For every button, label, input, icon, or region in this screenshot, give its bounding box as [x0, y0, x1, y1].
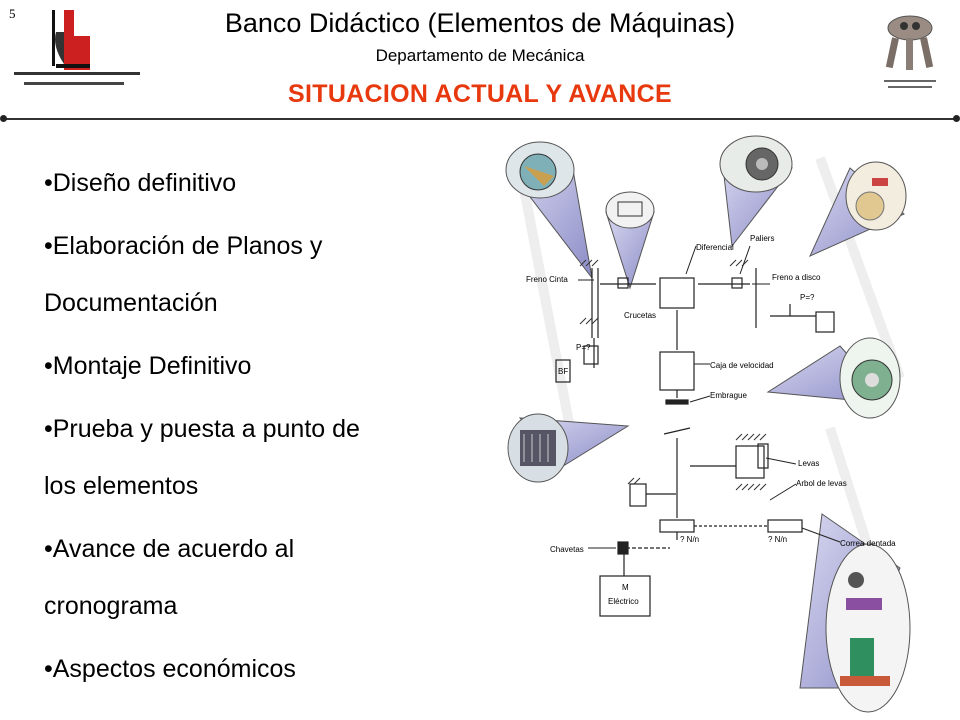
label-nn-1: ? N/n: [680, 535, 699, 544]
divider-right-dot: [953, 115, 960, 122]
label-paliers: Paliers: [750, 234, 774, 243]
label-diferencial: Diferencial: [696, 243, 734, 252]
label-p2: P=?: [800, 293, 815, 302]
label-freno-cinta: Freno Cinta: [526, 275, 568, 284]
slide-title: Banco Didáctico (Elementos de Máquinas): [224, 8, 736, 38]
project-logo: [884, 15, 936, 88]
section-heading: SITUACION ACTUAL Y AVANCE: [288, 80, 672, 108]
bullet-item: •Diseño definitivo: [44, 169, 237, 197]
bullet-item: •Aspectos económicos: [44, 655, 296, 683]
status-bullet-list: •Diseño definitivo •Elaboración de Plano…: [44, 155, 464, 704]
label-motor-m: M: [622, 583, 629, 592]
label-chavetas: Chavetas: [550, 545, 584, 554]
label-freno-disco: Freno a disco: [772, 273, 821, 282]
transmission-schematic: Freno Cinta Diferencial Paliers Freno a …: [505, 135, 911, 713]
university-logo: [14, 10, 140, 85]
label-bf: BF: [558, 367, 568, 376]
label-crucetas: Crucetas: [624, 311, 656, 320]
label-arbol-levas: Arbol de levas: [796, 479, 847, 488]
department-subtitle: Departamento de Mecánica: [375, 46, 585, 65]
header-divider: [4, 118, 956, 120]
label-p1: P=?: [576, 343, 591, 352]
label-caja-velocidad: Caja de velocidad: [710, 361, 774, 370]
slide-number: 5: [9, 6, 16, 21]
label-embrague: Embrague: [710, 391, 747, 400]
label-levas: Levas: [798, 459, 819, 468]
bullet-item: •Montaje Definitivo: [44, 352, 252, 380]
divider-left-dot: [0, 115, 7, 122]
label-motor-electrico: Eléctrico: [608, 597, 639, 606]
label-nn-2: ? N/n: [768, 535, 787, 544]
label-correa-dentada: Correa dentada: [840, 539, 896, 548]
